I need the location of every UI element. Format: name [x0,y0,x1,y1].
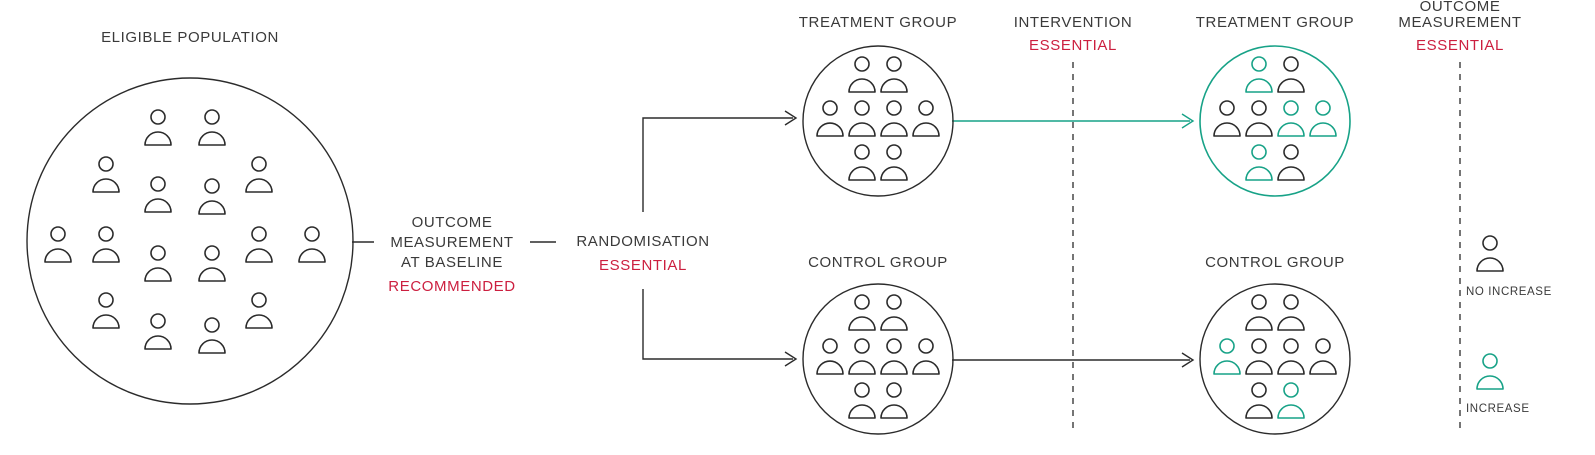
person-icon [1213,100,1241,137]
arrowhead-control-after [1181,352,1195,368]
person-icon [880,294,908,331]
person-icon [848,294,876,331]
person-icon [912,100,940,137]
person-icon [144,176,172,213]
legend-increase-label: INCREASE [1466,403,1530,415]
outcome-label-line1: OUTCOME [1419,0,1501,15]
person-icon [816,100,844,137]
person-icon [1309,338,1337,375]
intervention-label: INTERVENTION [1013,14,1133,31]
eligible-population-circle [26,77,354,405]
baseline-label-line1: OUTCOME [411,214,493,231]
legend-increase-icon [1476,353,1504,390]
person-icon [912,338,940,375]
intervention-status: ESSENTIAL [1029,37,1117,54]
baseline-label-line3: AT BASELINE [401,254,503,271]
person-icon [1277,294,1305,331]
legend-no-increase-icon [1476,235,1504,272]
person-icon [92,226,120,263]
person-icon [880,338,908,375]
treatment-group-after-label: TREATMENT GROUP [1195,14,1355,31]
randomisation-branch-bottom [642,289,793,360]
person-icon [198,317,226,354]
person-icon [198,109,226,146]
arrowhead-to-treatment [784,110,798,126]
person-icon [1277,144,1305,181]
baseline-status: RECOMMENDED [388,278,516,295]
person-icon [245,292,273,329]
eligible-population-label: ELIGIBLE POPULATION [101,29,279,46]
person-increase-icon [1277,382,1305,419]
person-icon [44,226,72,263]
baseline-label-line2: MEASUREMENT [390,234,514,251]
person-icon [848,382,876,419]
person-increase-icon [1277,100,1305,137]
person-icon [245,226,273,263]
person-icon [880,382,908,419]
person-icon [880,56,908,93]
control-group-after-label: CONTROL GROUP [1205,254,1345,271]
person-icon [1245,100,1273,137]
people-layer [44,56,1504,419]
person-icon [298,226,326,263]
person-icon [144,109,172,146]
person-icon [848,56,876,93]
person-icon [880,144,908,181]
arrowhead-treatment-after [1181,113,1195,129]
person-icon [198,178,226,215]
outcome-status: ESSENTIAL [1416,37,1504,54]
treatment-group-before-label: TREATMENT GROUP [798,14,958,31]
randomisation-label: RANDOMISATION [576,233,710,250]
outcome-label-line2: MEASUREMENT [1398,14,1522,31]
person-icon [848,144,876,181]
person-icon [1245,382,1273,419]
person-icon [816,338,844,375]
randomisation-status: ESSENTIAL [599,257,687,274]
treatment-before-circle [802,45,954,197]
person-icon [1245,294,1273,331]
person-icon [198,245,226,282]
person-icon [245,156,273,193]
person-increase-icon [1213,338,1241,375]
randomisation-branch-top [642,117,793,212]
treatment-after-circle [1199,45,1351,197]
person-icon [1277,56,1305,93]
person-increase-icon [1245,56,1273,93]
arrowhead-to-control [784,351,798,367]
person-icon [144,245,172,282]
person-icon [144,313,172,350]
person-icon [848,100,876,137]
person-icon [92,292,120,329]
person-icon [880,100,908,137]
person-icon [92,156,120,193]
control-before-circle [802,283,954,435]
person-increase-icon [1309,100,1337,137]
legend-no-increase-label: NO INCREASE [1466,286,1552,298]
person-increase-icon [1245,144,1273,181]
control-group-before-label: CONTROL GROUP [808,254,948,271]
control-after-circle [1199,283,1351,435]
person-icon [1245,338,1273,375]
person-icon [848,338,876,375]
person-icon [1277,338,1305,375]
